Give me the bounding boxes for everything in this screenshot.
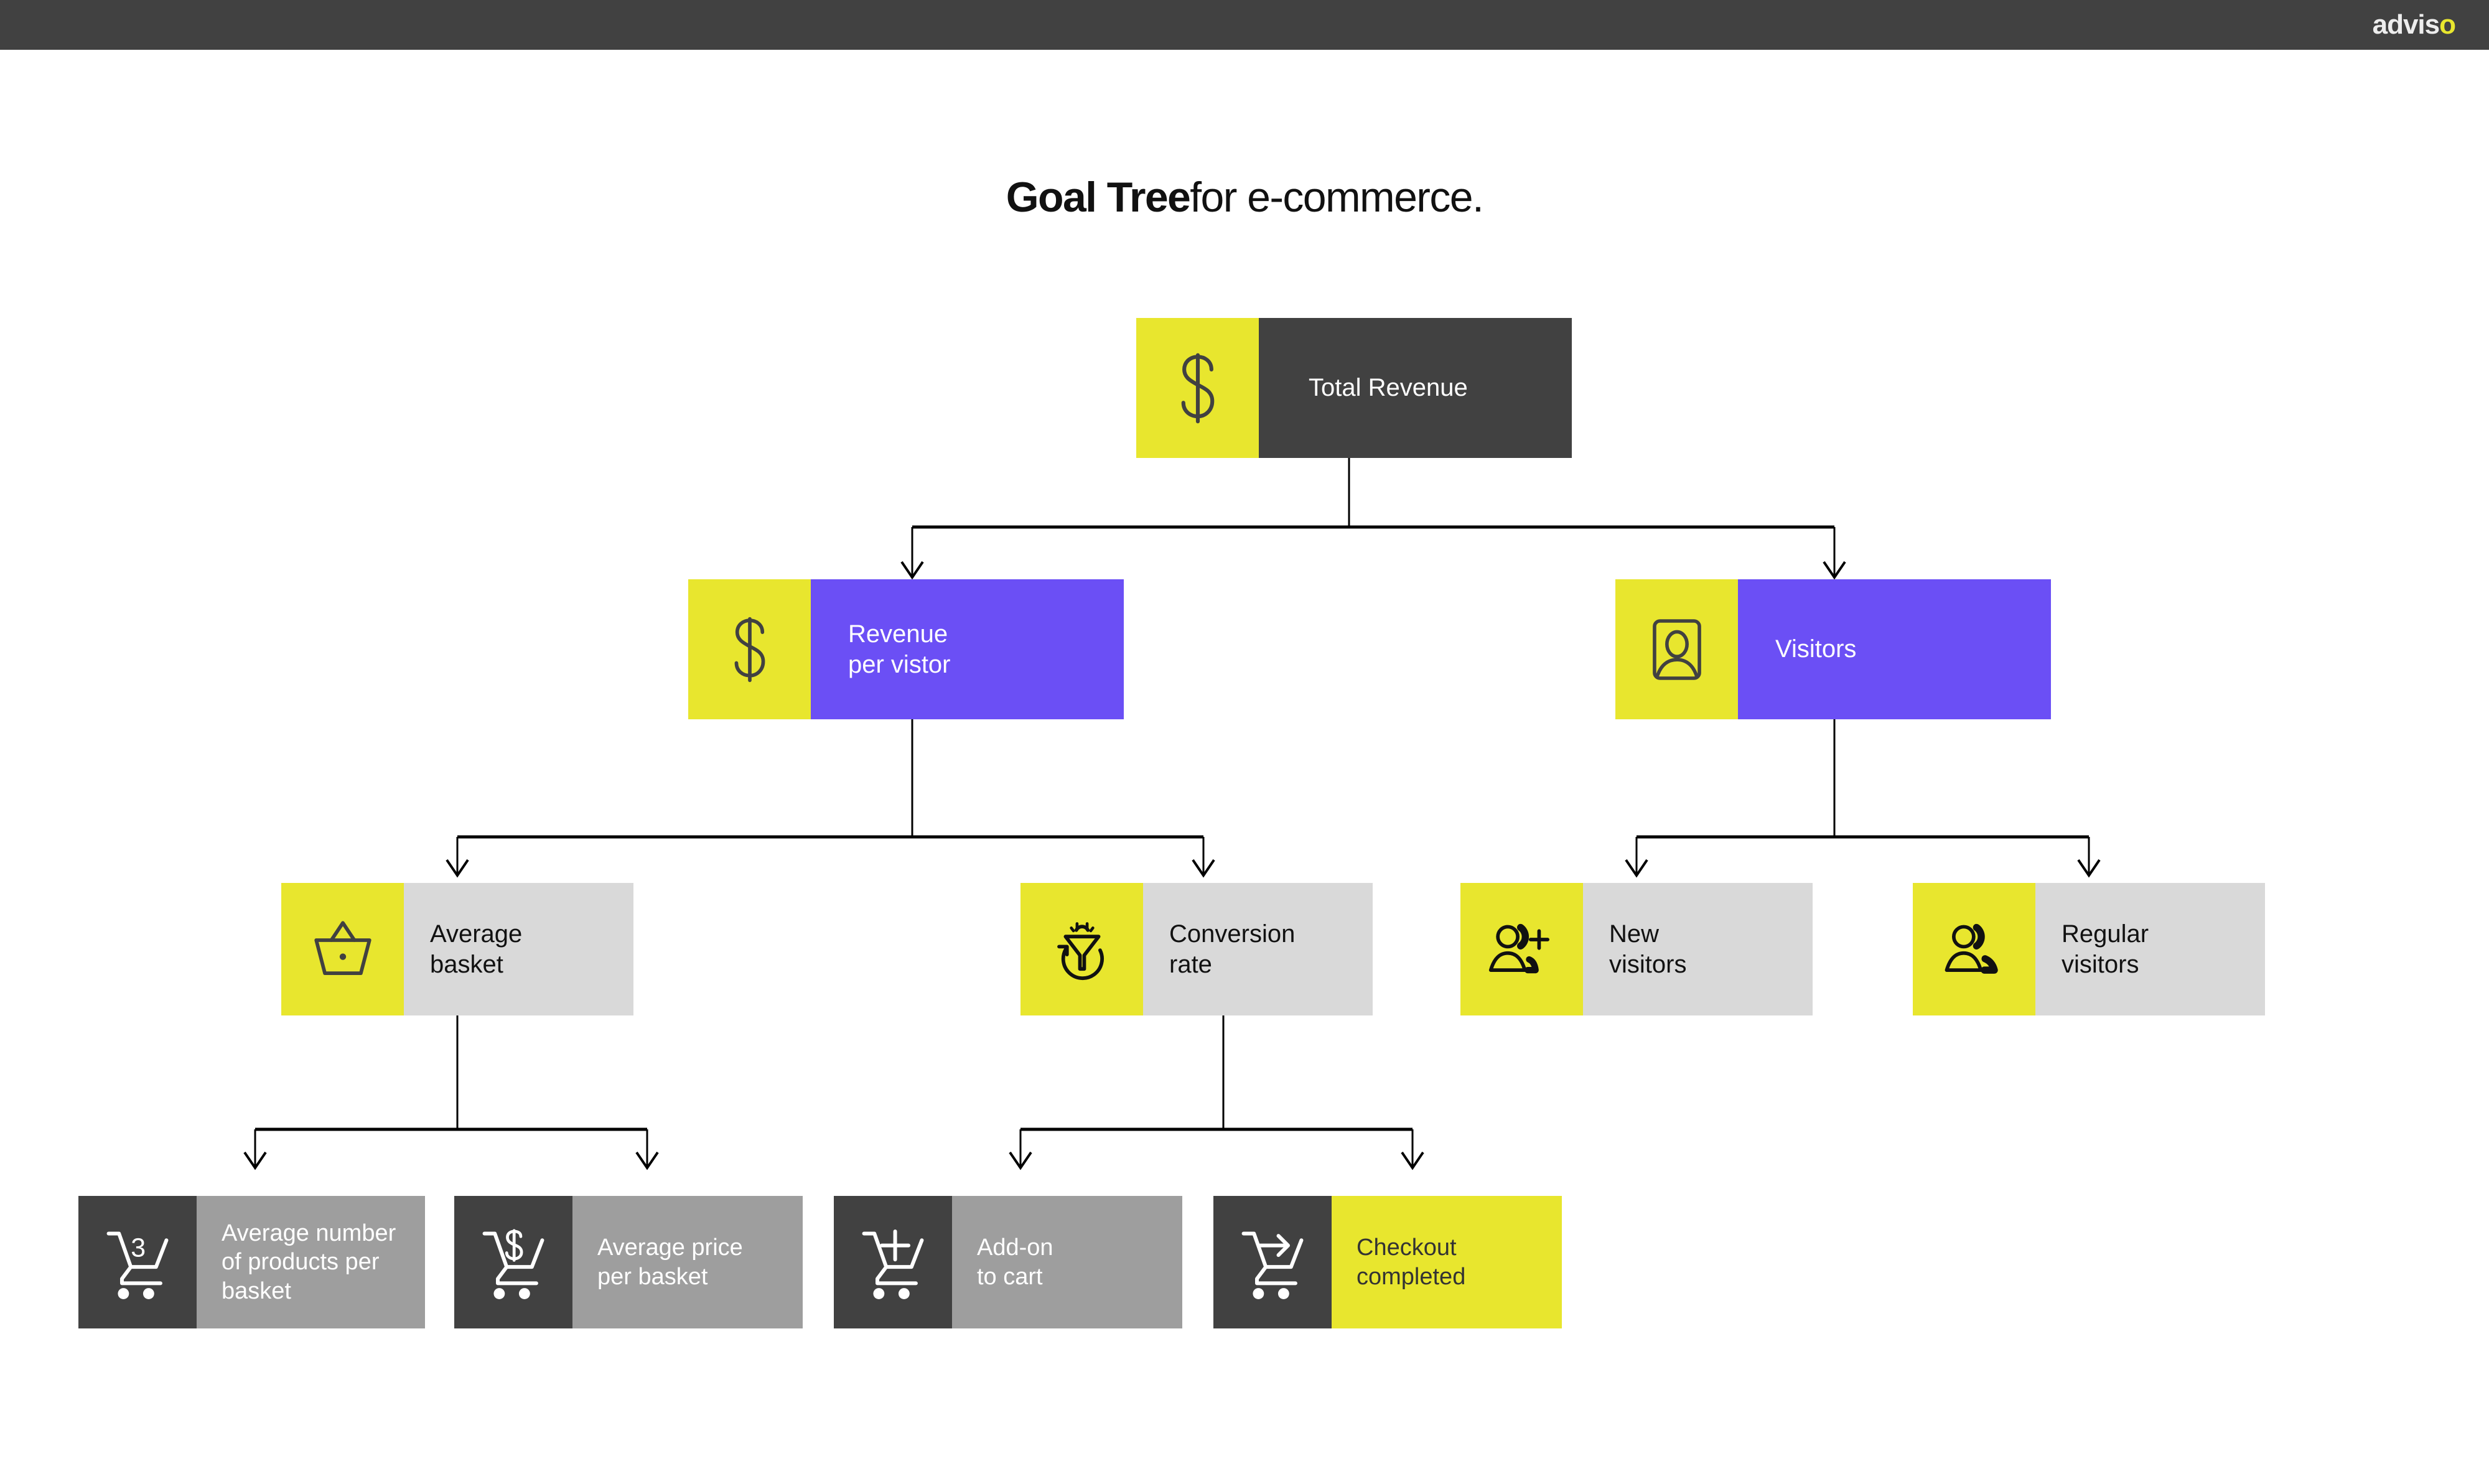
node-new-visitors-body: New visitors — [1583, 883, 1813, 1015]
node-add-on-to-cart-body: Add-on to cart — [952, 1196, 1182, 1328]
arrow-checkout-completed — [1401, 1151, 1424, 1170]
dollar-sign-icon — [688, 579, 811, 719]
node-average-price-per-basket-body: Average price per basket — [572, 1196, 803, 1328]
node-average-number-of-products-per-basket-body: Average number of products per basket — [197, 1196, 425, 1328]
node-checkout-completed-label: Checkout completed — [1357, 1234, 1466, 1290]
node-revenue-per-visitor-body: Revenue per vistor — [811, 579, 1124, 719]
node-new-visitors[interactable]: New visitors — [1460, 883, 1813, 1015]
node-regular-visitors-body: Regular visitors — [2035, 883, 2265, 1015]
node-checkout-completed[interactable]: Checkout completed — [1213, 1196, 1562, 1328]
node-visitors-label: Visitors — [1775, 635, 1857, 663]
node-average-basket[interactable]: Average basket — [281, 883, 633, 1015]
person-portrait-icon — [1615, 579, 1738, 719]
user-add-icon — [1460, 883, 1583, 1015]
node-new-visitors-label: New visitors — [1609, 920, 1687, 978]
node-total-revenue[interactable]: Total Revenue — [1136, 318, 1572, 458]
node-average-number-of-products-per-basket[interactable]: 3 Average number of products per basket — [78, 1196, 425, 1328]
cart-badge-number: 3 — [131, 1233, 146, 1262]
adviso-logo[interactable]: adviso — [2372, 9, 2456, 40]
dollar-sign-icon — [1136, 318, 1259, 458]
node-average-price-per-basket[interactable]: Average price per basket — [454, 1196, 803, 1328]
node-revenue-per-visitor[interactable]: Revenue per vistor — [688, 579, 1124, 719]
node-add-on-to-cart[interactable]: Add-on to cart — [834, 1196, 1182, 1328]
logo-text: advis — [2372, 9, 2440, 40]
node-average-number-of-products-per-basket-label: Average number of products per basket — [222, 1220, 396, 1304]
top-bar: adviso — [0, 0, 2489, 50]
users-group-icon — [1913, 883, 2035, 1015]
arrow-regular-visitors — [2077, 859, 2101, 878]
page-title-bold: Goal Tree — [1006, 174, 1191, 221]
arrow-add-on-cart — [1009, 1151, 1032, 1170]
node-conversion-rate[interactable]: Conversion rate — [1020, 883, 1373, 1015]
node-average-price-per-basket-label: Average price per basket — [597, 1234, 743, 1290]
node-conversion-rate-body: Conversion rate — [1143, 883, 1373, 1015]
node-total-revenue-label: Total Revenue — [1309, 374, 1468, 402]
node-visitors[interactable]: Visitors — [1615, 579, 2051, 719]
node-average-basket-body: Average basket — [404, 883, 633, 1015]
node-checkout-completed-body: Checkout completed — [1332, 1196, 1562, 1328]
arrow-new-visitors — [1625, 859, 1648, 878]
page-title-regular: for e-commerce. — [1190, 174, 1484, 221]
funnel-refresh-icon — [1020, 883, 1143, 1015]
arrow-visitors — [1823, 561, 1846, 580]
node-visitors-body: Visitors — [1738, 579, 2051, 719]
node-add-on-to-cart-label: Add-on to cart — [977, 1234, 1053, 1290]
cart-dollar-icon — [454, 1196, 572, 1328]
cart-three-icon: 3 — [78, 1196, 197, 1328]
cart-arrow-icon — [1213, 1196, 1332, 1328]
node-regular-visitors-label: Regular visitors — [2062, 920, 2149, 978]
arrow-average-basket — [446, 859, 469, 878]
node-regular-visitors[interactable]: Regular visitors — [1913, 883, 2265, 1015]
arrow-revenue-per-visitor — [900, 561, 924, 580]
arrow-conversion-rate — [1192, 859, 1215, 878]
cart-plus-icon — [834, 1196, 952, 1328]
node-average-basket-label: Average basket — [430, 920, 523, 978]
shopping-basket-icon — [281, 883, 404, 1015]
arrow-avg-price-basket — [635, 1151, 659, 1170]
node-total-revenue-body: Total Revenue — [1259, 318, 1572, 458]
node-revenue-per-visitor-label: Revenue per vistor — [848, 620, 951, 678]
logo-accent-letter: o — [2439, 9, 2456, 40]
arrow-avg-number-products — [243, 1151, 267, 1170]
node-conversion-rate-label: Conversion rate — [1169, 920, 1296, 978]
page-title: Goal Treefor e-commerce. — [0, 173, 2489, 222]
